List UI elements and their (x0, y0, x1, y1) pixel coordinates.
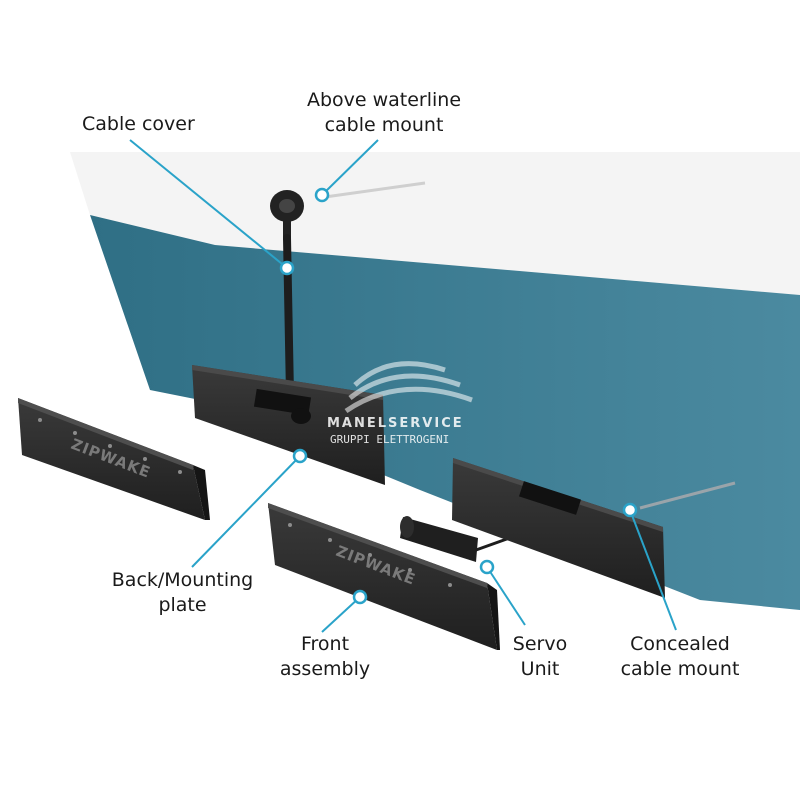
label-front-assembly-line1: Front (265, 632, 385, 657)
callout-dot-back-mounting (294, 450, 306, 462)
label-servo: Servo Unit (500, 632, 580, 682)
watermark-subtitle: GRUPPI ELETTROGENI (330, 433, 449, 446)
label-front-assembly: Front assembly (265, 632, 385, 682)
callout-dot-above-waterline (316, 189, 328, 201)
label-front-assembly-line2: assembly (265, 657, 385, 682)
watermark-title: MANELSERVICE (327, 416, 464, 431)
callout-dot-concealed (624, 504, 636, 516)
label-above-waterline-line2: cable mount (284, 113, 484, 138)
label-concealed-line1: Concealed (600, 632, 760, 657)
label-above-waterline: Above waterline cable mount (284, 88, 484, 138)
label-back-mounting-line1: Back/Mounting (95, 568, 270, 593)
label-cable-cover: Cable cover (82, 112, 195, 137)
callout-dot-front-assembly (354, 591, 366, 603)
label-servo-line1: Servo (500, 632, 580, 657)
label-above-waterline-line1: Above waterline (284, 88, 484, 113)
label-back-mounting: Back/Mounting plate (95, 568, 270, 618)
label-concealed: Concealed cable mount (600, 632, 760, 682)
callout-dot-servo (481, 561, 493, 573)
label-back-mounting-line2: plate (95, 593, 270, 618)
label-concealed-line2: cable mount (600, 657, 760, 682)
callout-line-front-assembly (322, 597, 360, 632)
callout-dot-cable-cover (281, 262, 293, 274)
label-servo-line2: Unit (500, 657, 580, 682)
